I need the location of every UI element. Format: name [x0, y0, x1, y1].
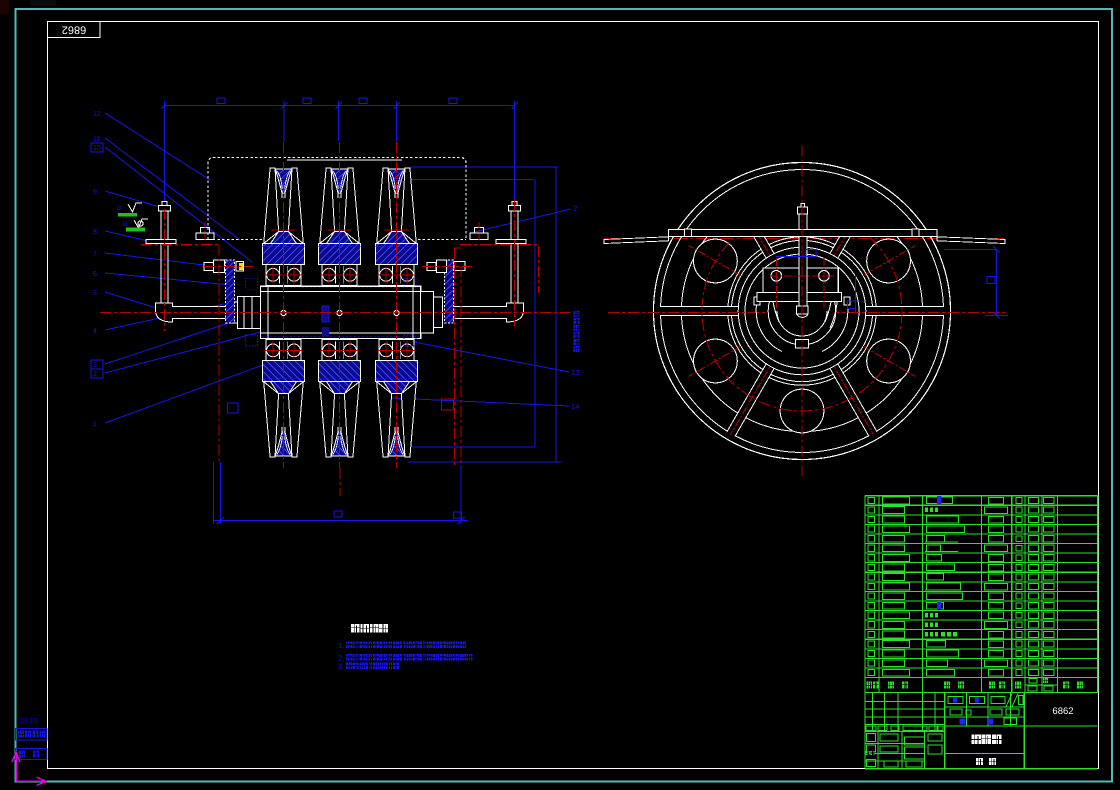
svg-text:5: 5 — [93, 290, 97, 297]
svg-text:1.: 1. — [338, 641, 344, 650]
svg-text:D: D — [123, 221, 128, 228]
svg-text:3.: 3. — [338, 662, 344, 671]
svg-text:D: D — [117, 205, 122, 212]
svg-text:4: 4 — [93, 328, 97, 335]
svg-text:14: 14 — [571, 402, 579, 411]
svg-text:2: 2 — [573, 204, 577, 213]
svg-text:1: 1 — [93, 421, 97, 428]
svg-text:2: 2 — [93, 371, 97, 378]
svg-text:11: 11 — [93, 136, 100, 143]
svg-text:9: 9 — [93, 189, 97, 196]
svg-text:3: 3 — [93, 362, 97, 369]
svg-text:13: 13 — [571, 368, 579, 377]
svg-text:6862: 6862 — [1052, 706, 1073, 717]
svg-text:2.: 2. — [338, 654, 344, 663]
svg-text:10: 10 — [93, 145, 101, 152]
svg-text:8: 8 — [93, 229, 97, 236]
svg-text:6: 6 — [93, 271, 97, 278]
svg-text:12: 12 — [93, 111, 101, 118]
svg-text:6862: 6862 — [62, 24, 86, 36]
svg-text:7: 7 — [93, 251, 97, 258]
